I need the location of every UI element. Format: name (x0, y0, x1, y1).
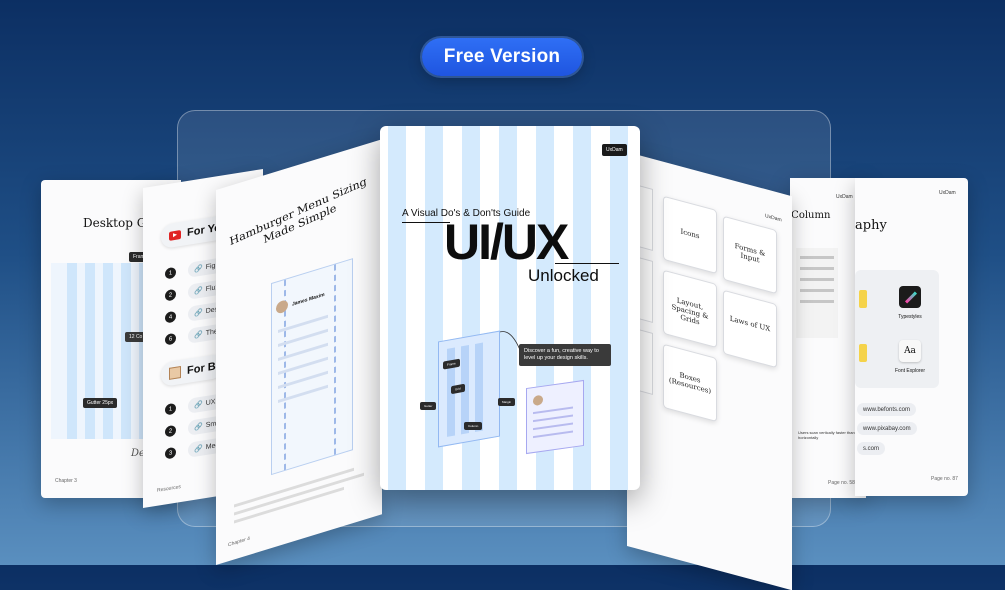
tool-placeholder (859, 290, 867, 308)
link-icon: 🔗 (194, 445, 203, 454)
connector-line (491, 331, 521, 351)
url-chip[interactable]: www.pixabay.com (857, 422, 917, 435)
brand-logo: UxDam (939, 190, 956, 196)
b-pill: For B (161, 353, 224, 388)
tool-placeholder (859, 344, 867, 362)
phone-mockup: James Maxim (271, 258, 353, 476)
frame-tag: Fram (129, 252, 149, 262)
page-footer: Chapter 3 (55, 478, 77, 484)
link-icon: 🔗 (194, 265, 203, 274)
brand-logo: UxDam (765, 212, 782, 224)
font-icon: Aa (899, 340, 921, 362)
chapter-card: Forms & Input (723, 215, 777, 295)
link-icon: 🔗 (194, 331, 203, 340)
profile-name: James Maxim (292, 291, 325, 308)
callout: Discover a fun, creative way to level up… (519, 344, 611, 366)
cover-subtitle: A Visual Do's & Don'ts Guide (402, 208, 531, 219)
page-footer: Page no. 87 (931, 476, 958, 482)
free-version-button[interactable]: Free Version (422, 38, 582, 76)
arrow-icon (899, 286, 921, 308)
page-typography: UxDam aphy Typestyles Aa Font Explorer w… (855, 178, 968, 496)
link-icon: 🔗 (194, 401, 203, 410)
gutter-tag: Gutter 25px (83, 398, 118, 408)
link-icon: 🔗 (194, 287, 203, 296)
brand-logo: UxDam (602, 144, 627, 156)
tool-label: Font Explorer (894, 368, 925, 374)
cover-title-sub: Unlocked (528, 266, 599, 285)
page-title: aphy (855, 218, 887, 233)
page-chapters: UxDam Icons Forms & Input Layout, Spacin… (627, 152, 792, 590)
youtube-icon (169, 229, 181, 241)
chapter-card: Icons (663, 195, 717, 275)
page-title: Single Column (790, 210, 831, 221)
menu-illustration (526, 379, 584, 455)
link-icon: 🔗 (194, 423, 203, 432)
bottom-text: Des (131, 448, 151, 459)
page-title: Hamburger Menu Sizing Made Simple (228, 174, 368, 249)
page-single-column: Single Column UxDam Users scan verticall… (790, 178, 866, 498)
chapter-card: Laws of UX (723, 289, 777, 369)
chapter-card: Boxes (Resources) (663, 343, 717, 423)
url-chip[interactable]: s.com (857, 442, 886, 455)
tool-label: Typestyles (898, 314, 922, 320)
page-title: Desktop Gr (83, 216, 153, 230)
link-icon: 🔗 (194, 309, 203, 318)
page-footer: Page no. 58 (828, 480, 855, 486)
page-footer: Resources (157, 483, 181, 494)
tools-panel: Typestyles Aa Font Explorer (855, 270, 939, 388)
columns-tag: 12 Co (125, 332, 147, 342)
layout-preview (796, 248, 838, 338)
chapter-card: Layout, Spacing & Grids (663, 269, 717, 349)
page-cover: UxDam A Visual Do's & Don'ts Guide UI/UX… (380, 126, 640, 490)
brand-logo: UxDam (836, 194, 853, 200)
url-chip[interactable]: www.befonts.com (857, 403, 917, 416)
note-text: Users scan vertically faster than horizo… (798, 430, 855, 440)
cover-title: UI/UX (444, 214, 569, 270)
page-hamburger: Hamburger Menu Sizing Made Simple James … (216, 139, 382, 565)
book-icon (169, 365, 181, 380)
page-footer: Chapter 4 (228, 535, 250, 549)
